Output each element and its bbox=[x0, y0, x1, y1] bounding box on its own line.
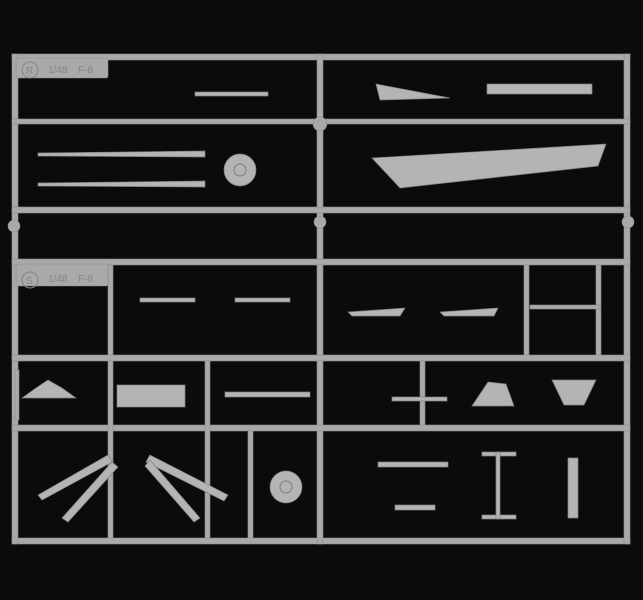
sprue-letter-r: R bbox=[26, 66, 33, 77]
part-rod-1 bbox=[37, 150, 206, 158]
part-shaft-3 bbox=[391, 396, 448, 402]
part-shaft-2 bbox=[377, 461, 449, 468]
part-arm-2 bbox=[439, 307, 499, 317]
sprue-scale-s: 1/48 bbox=[48, 274, 68, 285]
sprue-frame bbox=[7, 53, 635, 545]
part-rod-2 bbox=[37, 180, 206, 188]
part-strut-2 bbox=[61, 461, 119, 523]
sprue-model-s: F-8 bbox=[78, 274, 93, 285]
part-yoke bbox=[20, 379, 78, 399]
sprue-letter-s: S bbox=[26, 276, 33, 287]
part-strut-3 bbox=[145, 454, 229, 502]
kit-parts bbox=[20, 83, 607, 523]
part-wheel-1 bbox=[223, 153, 257, 187]
part-shaft bbox=[224, 391, 311, 398]
part-strip bbox=[486, 83, 593, 95]
part-strut-4 bbox=[144, 459, 201, 523]
sprue-s-tag: S 1/48 F-8 bbox=[15, 263, 109, 289]
sprue-r-tag: R 1/48 F-8 bbox=[15, 57, 109, 79]
part-flap-large bbox=[371, 143, 607, 189]
sprue-model-r: F-8 bbox=[78, 65, 93, 76]
part-shaft-4 bbox=[394, 504, 436, 511]
part-fin-small bbox=[375, 83, 451, 101]
part-bracket bbox=[471, 381, 515, 407]
sprue-scale-r: 1/48 bbox=[48, 65, 68, 76]
part-bowl bbox=[551, 379, 597, 406]
part-arm-1 bbox=[347, 307, 406, 317]
part-wheel-2 bbox=[269, 470, 303, 504]
part-post bbox=[567, 457, 579, 519]
part-plate bbox=[116, 384, 186, 408]
